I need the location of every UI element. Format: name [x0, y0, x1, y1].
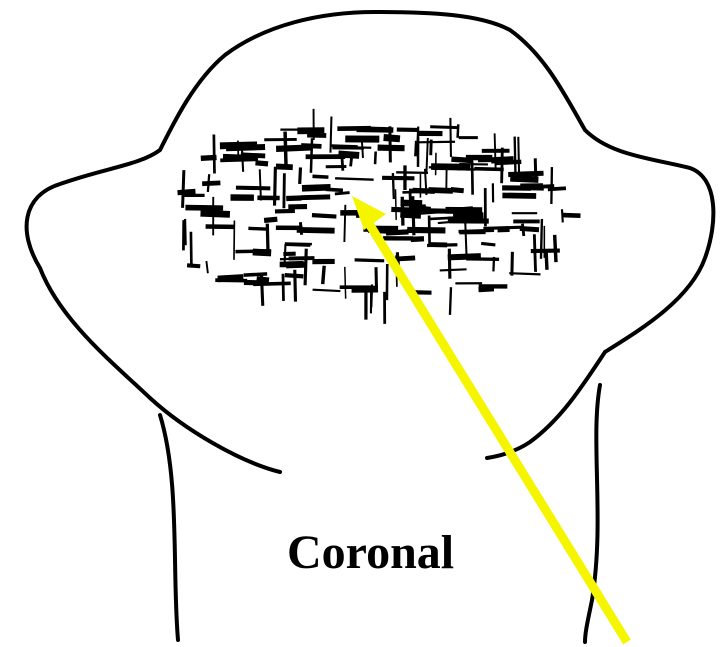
hatch-mark: [286, 264, 304, 265]
hatch-mark: [518, 137, 519, 174]
hatch-mark: [335, 193, 350, 194]
hatch-mark: [312, 176, 328, 177]
hatch-mark: [563, 215, 581, 216]
hatch-mark: [208, 174, 209, 192]
hatch-mark: [323, 266, 324, 284]
hatch-mark: [472, 161, 473, 195]
hatch-mark: [351, 154, 352, 166]
hatch-mark: [313, 290, 341, 291]
hatch-mark: [202, 183, 220, 184]
hatch-mark: [474, 169, 503, 170]
hatch-mark: [449, 249, 450, 279]
hatch-mark: [362, 129, 394, 130]
hatch-mark: [562, 209, 563, 222]
diagram-label: Coronal: [287, 526, 454, 579]
hatch-mark: [275, 167, 276, 206]
hatch-mark: [300, 167, 301, 183]
hatch-mark: [451, 159, 473, 160]
hatch-mark: [326, 189, 343, 190]
hatch-mark: [534, 234, 535, 272]
hatch-mark: [541, 219, 542, 259]
hatch-mark: [430, 127, 459, 128]
hatch-mark: [355, 260, 385, 261]
hatch-mark: [509, 273, 540, 274]
hatch-mark: [459, 230, 495, 231]
hatch-mark: [384, 138, 400, 139]
hatch-mark: [495, 162, 522, 163]
hatch-mark: [244, 274, 268, 275]
hatch-mark: [235, 251, 271, 252]
hatch-mark: [285, 243, 312, 244]
hatch-mark: [427, 245, 457, 246]
hatch-mark: [255, 163, 268, 164]
hatch-mark: [396, 172, 428, 173]
hatch-mark: [520, 228, 539, 229]
hatch-mark: [417, 127, 418, 150]
hatch-mark: [429, 167, 446, 168]
hatch-mark: [300, 222, 301, 235]
hatch-mark: [465, 219, 466, 255]
hatch-mark: [535, 158, 536, 179]
hatch-mark: [510, 178, 538, 179]
hatch-mark: [551, 167, 552, 204]
hatch-mark: [450, 287, 451, 315]
hatch-mark: [206, 261, 207, 273]
hatch-mark: [214, 135, 215, 174]
hatch-mark: [253, 283, 291, 284]
hatch-mark: [236, 188, 270, 189]
hatch-mark: [448, 256, 481, 257]
hatch-mark: [479, 289, 494, 290]
hatch-mark: [450, 118, 451, 157]
hatch-mark: [276, 147, 312, 148]
hatch-mark: [200, 213, 229, 214]
hatch-mark: [345, 267, 346, 299]
hatch-mark: [375, 151, 376, 164]
hatch-mark: [512, 252, 513, 276]
hatch-mark: [409, 190, 445, 191]
hatch-mark: [312, 215, 336, 216]
hatch-mark: [481, 243, 495, 244]
hatch-mark: [276, 166, 293, 167]
hatch-mark: [525, 186, 554, 187]
hatch-mark: [515, 137, 516, 176]
hatch-mark: [440, 269, 467, 270]
hatch-mark: [546, 250, 547, 270]
hatch-mark: [400, 214, 421, 215]
hatch-mark: [178, 191, 196, 192]
hatch-mark: [448, 219, 483, 220]
hatch-mark: [220, 159, 257, 160]
hatch-mark: [555, 235, 556, 262]
head-outline: [27, 12, 714, 472]
neck-left-edge: [160, 415, 178, 640]
hatch-mark: [301, 197, 330, 198]
hatch-mark: [187, 265, 200, 266]
hatch-mark: [508, 173, 543, 174]
hatch-mark: [226, 147, 265, 148]
hatch-mark: [215, 280, 247, 281]
hatch-mark: [330, 117, 331, 153]
hatch-mark: [502, 195, 536, 196]
hatch-mark: [411, 239, 424, 240]
hatch-mark: [451, 190, 464, 191]
hatch-mark: [378, 148, 405, 149]
neck-right-edge: [585, 385, 600, 642]
hatch-mark: [335, 178, 374, 179]
hatch-mark: [295, 270, 296, 302]
hatch-mark: [502, 148, 503, 184]
hatch-mark: [185, 208, 223, 209]
hatch-mark: [264, 219, 277, 220]
hatch-mark: [396, 189, 397, 220]
hatch-mark: [185, 219, 186, 245]
hatch-mark: [283, 274, 284, 301]
hatch-mark: [248, 228, 268, 229]
hatch-mark: [426, 138, 427, 173]
hatch-mark: [416, 142, 455, 143]
hatch-mark: [183, 170, 184, 208]
